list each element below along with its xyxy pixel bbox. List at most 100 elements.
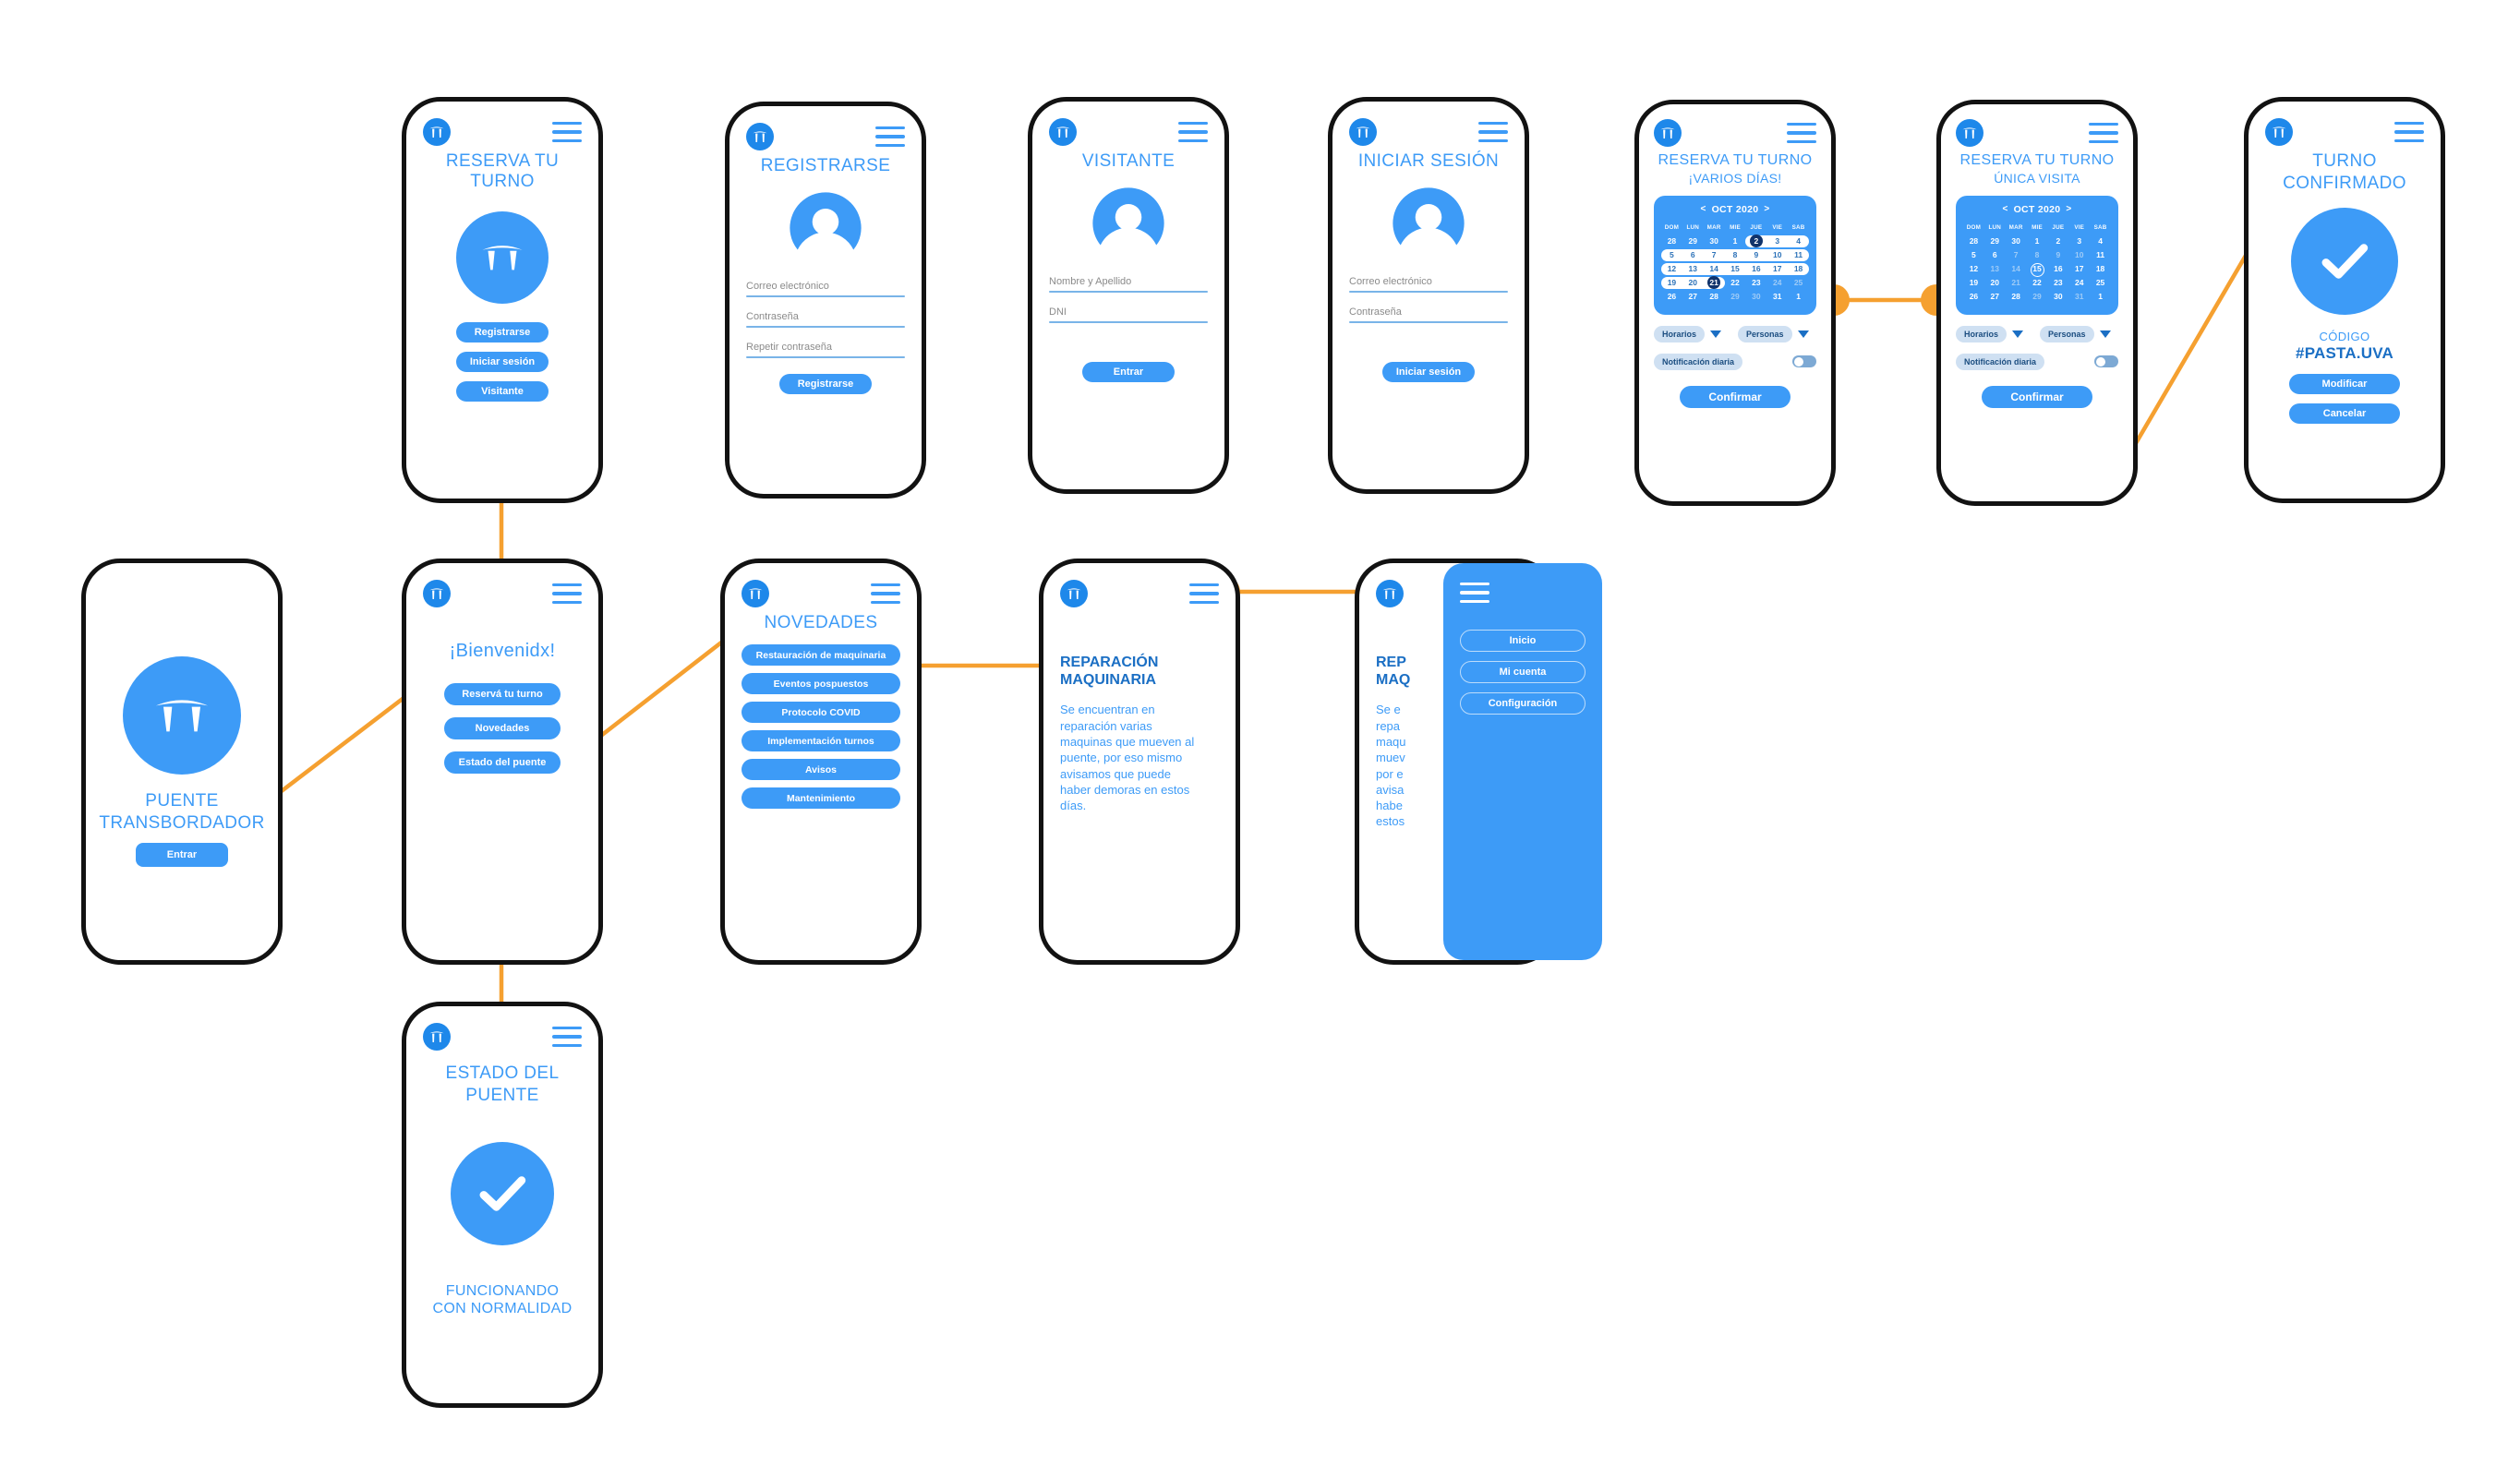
day-cell[interactable]: 26 [1667, 291, 1677, 301]
day-cell[interactable]: 16 [2054, 263, 2063, 273]
day-cell[interactable]: 22 [1730, 277, 1740, 287]
day-cell[interactable]: 11 [1794, 249, 1803, 259]
password-field[interactable]: Contraseña [746, 311, 905, 329]
hamburger-menu-icon[interactable] [1787, 123, 1816, 143]
email-field[interactable]: Correo electrónico [746, 281, 905, 298]
day-cell[interactable]: 3 [2077, 235, 2082, 246]
confirmar-button[interactable]: Confirmar [1982, 385, 2092, 408]
day-cell[interactable]: 17 [1772, 263, 1782, 273]
day-cell[interactable]: 31 [1772, 291, 1782, 301]
day-cell[interactable]: 1 [1796, 291, 1801, 301]
day-cell[interactable]: 20 [1688, 277, 1697, 287]
day-cell[interactable]: 22 [2032, 277, 2042, 287]
novedades-button[interactable]: Novedades [444, 716, 561, 739]
bridge-logo-icon[interactable] [1349, 118, 1377, 146]
hamburger-menu-icon[interactable] [552, 122, 582, 142]
bridge-logo-icon[interactable] [2265, 118, 2293, 146]
registrarse-submit-button[interactable]: Registrarse [779, 374, 872, 395]
news-item-covid[interactable]: Protocolo COVID [742, 702, 900, 724]
day-cell[interactable]: 17 [2074, 263, 2084, 273]
day-cell[interactable]: 4 [1796, 235, 1801, 246]
drawer-item-mi-cuenta[interactable]: Mi cuenta [1460, 661, 1586, 683]
day-cell[interactable]: 1 [1732, 235, 1738, 246]
day-cell[interactable]: 12 [1969, 263, 1979, 273]
day-cell[interactable]: 25 [2095, 277, 2105, 287]
day-cell[interactable]: 29 [1688, 235, 1697, 246]
day-cell[interactable]: 19 [1667, 277, 1677, 287]
bridge-logo-icon[interactable] [1060, 580, 1088, 607]
day-cell[interactable]: 5 [1971, 249, 1976, 259]
horarios-dropdown[interactable]: Horarios [1956, 325, 2008, 342]
hamburger-menu-icon[interactable] [2089, 123, 2118, 143]
bridge-logo-icon[interactable] [746, 123, 774, 150]
day-cell[interactable]: 27 [1990, 291, 1999, 301]
chevron-down-icon[interactable] [2012, 330, 2024, 338]
bridge-logo-icon[interactable] [1654, 119, 1682, 147]
day-cell[interactable]: 30 [2011, 235, 2020, 246]
day-cell[interactable]: 23 [1752, 277, 1761, 287]
day-cell[interactable]: 2 [2056, 235, 2061, 246]
day-cell[interactable]: 30 [1709, 235, 1718, 246]
day-cell[interactable]: 28 [2011, 291, 2020, 301]
news-item-mantenimiento[interactable]: Mantenimiento [742, 787, 900, 810]
day-cell[interactable]: 29 [1990, 235, 1999, 246]
day-cell-selected-start[interactable]: 2 [1745, 234, 1766, 248]
day-cell[interactable]: 8 [1732, 249, 1738, 259]
news-item-eventos[interactable]: Eventos pospuestos [742, 673, 900, 695]
day-cell[interactable]: 30 [2054, 291, 2063, 301]
bridge-logo-icon[interactable] [423, 1023, 451, 1051]
chevron-down-icon[interactable] [1710, 330, 1722, 338]
day-cell[interactable]: 18 [2095, 263, 2105, 273]
day-cell-selected-end[interactable]: 21 [1704, 276, 1725, 290]
day-cell[interactable]: 15 [1730, 263, 1740, 273]
day-cell[interactable]: 28 [1969, 235, 1979, 246]
drawer-item-inicio[interactable]: Inicio [1460, 630, 1586, 652]
day-cell[interactable]: 23 [2054, 277, 2063, 287]
chevron-down-icon[interactable] [1797, 330, 1809, 338]
iniciar-sesion-button[interactable]: Iniciar sesión [456, 351, 549, 372]
next-month-icon[interactable]: > [1764, 204, 1770, 215]
confirmar-button[interactable]: Confirmar [1680, 385, 1791, 408]
day-cell[interactable]: 12 [1667, 263, 1677, 273]
calendar-varios-dias[interactable]: < OCT 2020 > DOM LUN MAR MIE JUE VIE SAB [1654, 195, 1816, 315]
day-cell[interactable]: 16 [1752, 263, 1761, 273]
prev-month-icon[interactable]: < [2002, 204, 2008, 215]
email-field[interactable]: Correo electrónico [1349, 276, 1508, 294]
day-cell[interactable]: 3 [1775, 235, 1780, 246]
hamburger-menu-icon[interactable] [1478, 122, 1508, 142]
hamburger-menu-icon[interactable] [871, 583, 900, 604]
personas-dropdown[interactable]: Personas [2040, 325, 2094, 342]
notificacion-diaria-toggle[interactable] [1792, 355, 1816, 368]
day-cell[interactable]: 1 [2098, 291, 2103, 301]
visitante-button[interactable]: Visitante [456, 380, 549, 402]
reserva-turno-button[interactable]: Reservá tu turno [444, 682, 561, 705]
prev-month-icon[interactable]: < [1700, 204, 1706, 215]
registrarse-button[interactable]: Registrarse [456, 321, 549, 342]
modificar-button[interactable]: Modificar [2289, 373, 2400, 394]
day-cell[interactable]: 11 [2096, 249, 2105, 259]
notificacion-diaria-toggle[interactable] [2094, 355, 2118, 368]
personas-dropdown[interactable]: Personas [1738, 325, 1792, 342]
day-cell[interactable]: 13 [1688, 263, 1697, 273]
news-item-restauracion[interactable]: Restauración de maquinaria [742, 644, 900, 667]
estado-puente-button[interactable]: Estado del puente [444, 751, 561, 774]
entrar-submit-button[interactable]: Entrar [1082, 362, 1175, 383]
repeat-password-field[interactable]: Repetir contraseña [746, 342, 905, 359]
day-cell[interactable]: 28 [1667, 235, 1677, 246]
calendar-unica-visita[interactable]: < OCT 2020 > DOM LUN MAR MIE JUE VIE SAB [1956, 195, 2118, 315]
day-cell[interactable]: 28 [1709, 291, 1718, 301]
entrar-button[interactable]: Entrar [136, 843, 228, 868]
day-cell[interactable]: 5 [1670, 249, 1674, 259]
news-item-avisos[interactable]: Avisos [742, 759, 900, 781]
day-cell[interactable]: 4 [2098, 235, 2103, 246]
bridge-logo-icon[interactable] [423, 118, 451, 146]
cancelar-button[interactable]: Cancelar [2289, 403, 2400, 424]
drawer-item-configuracion[interactable]: Configuración [1460, 692, 1586, 715]
bridge-logo-icon[interactable] [742, 580, 769, 607]
bridge-logo-icon[interactable] [423, 580, 451, 607]
horarios-dropdown[interactable]: Horarios [1654, 325, 1706, 342]
day-cell[interactable]: 18 [1793, 263, 1803, 273]
day-cell[interactable]: 7 [1711, 249, 1717, 259]
day-cell[interactable]: 1 [2034, 235, 2040, 246]
next-month-icon[interactable]: > [2066, 204, 2072, 215]
